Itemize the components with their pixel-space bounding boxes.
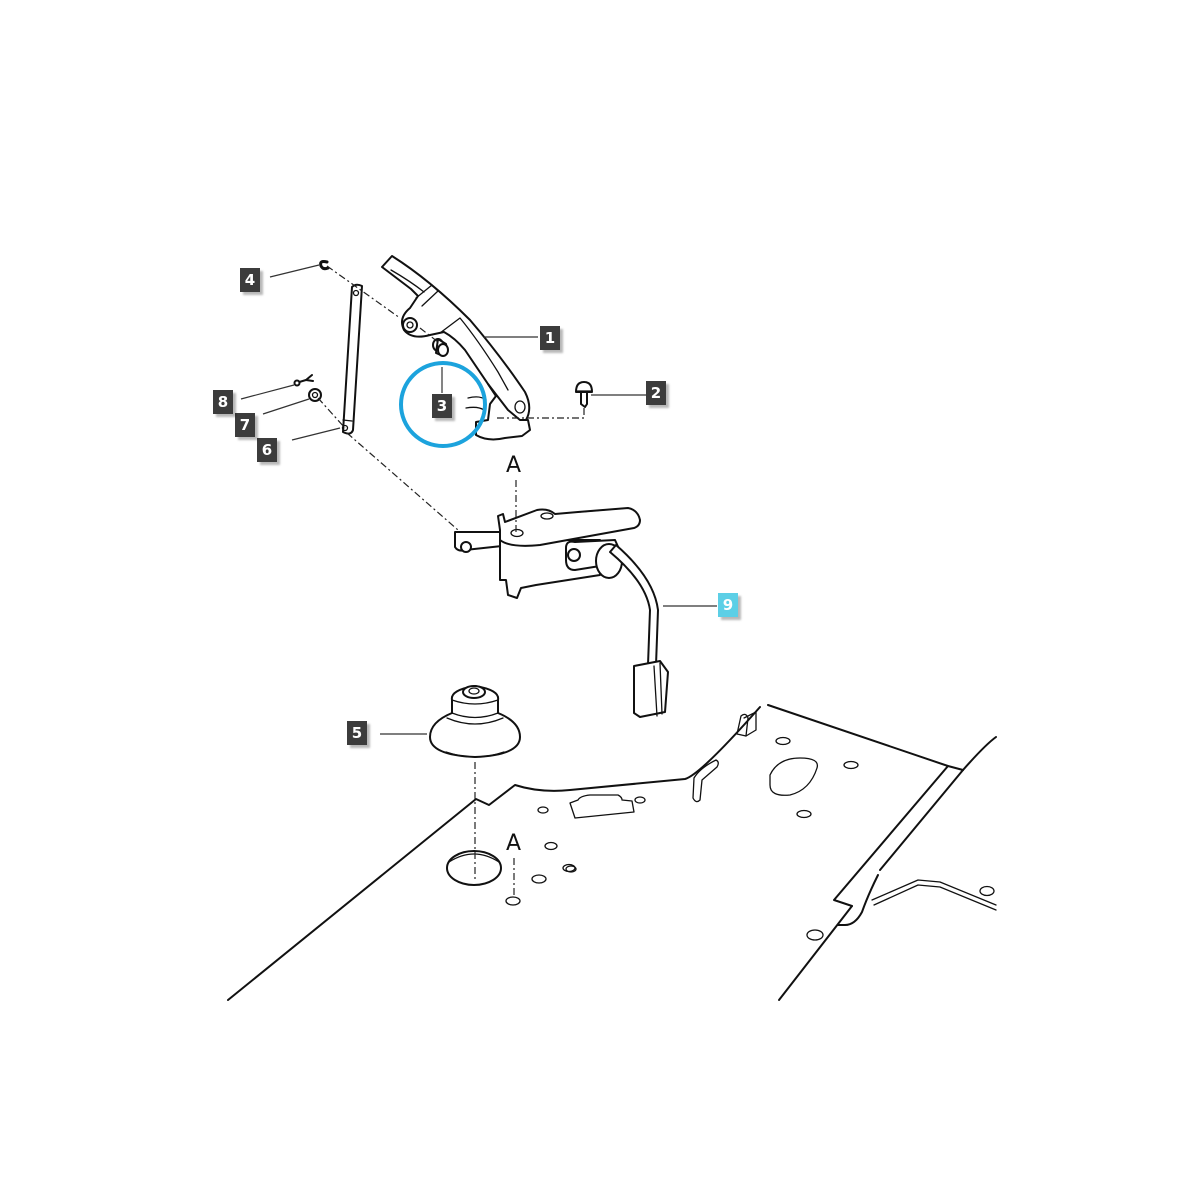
callout-1[interactable]: 1 xyxy=(540,326,560,350)
assembly-line-pin xyxy=(419,327,439,343)
callout-9[interactable]: 9 xyxy=(718,593,738,617)
part-2-screw[interactable] xyxy=(575,381,593,408)
part-6-rod[interactable] xyxy=(341,283,363,435)
part-1-pedal-lever[interactable] xyxy=(381,255,531,441)
reference-mark-a-lower: A xyxy=(506,831,522,856)
part-9-switch-harness[interactable] xyxy=(454,507,669,718)
callout-6[interactable]: 6 xyxy=(257,438,277,462)
highlight-ring-part-3 xyxy=(399,361,487,448)
callout-2[interactable]: 2 xyxy=(646,381,666,405)
callout-7[interactable]: 7 xyxy=(235,413,255,437)
assembly-line-screw xyxy=(496,408,585,419)
part-8-cotter-pin[interactable] xyxy=(293,374,314,387)
callout-3[interactable]: 3 xyxy=(432,394,452,418)
part-4-e-clip[interactable] xyxy=(319,260,330,271)
assembly-line-clip xyxy=(326,265,401,319)
reference-mark-a-upper: A xyxy=(506,453,522,478)
callout-5[interactable]: 5 xyxy=(347,721,367,745)
leader-lines xyxy=(240,264,717,735)
callout-8[interactable]: 8 xyxy=(213,390,233,414)
floor-panel xyxy=(227,704,997,1001)
callout-4[interactable]: 4 xyxy=(240,268,260,292)
assembly-line-rod xyxy=(346,432,459,531)
assembly-line-washer xyxy=(317,397,346,429)
part-5-rubber-boot[interactable] xyxy=(429,685,521,758)
part-3-pin[interactable] xyxy=(432,338,449,357)
